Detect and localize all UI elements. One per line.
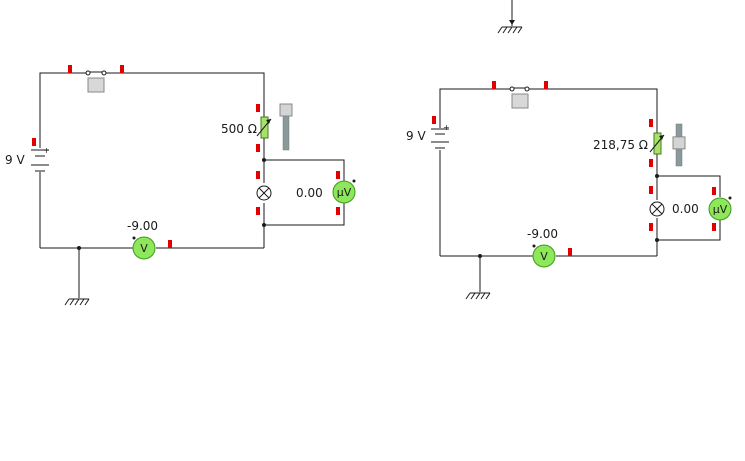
junction-node [478, 254, 482, 258]
terminal-marker [256, 144, 260, 152]
voltmeter-bottom[interactable]: V [532, 244, 556, 268]
rheostat[interactable] [649, 132, 665, 155]
battery-label: 9 V [5, 153, 25, 167]
junction-node [262, 158, 266, 162]
terminal-marker [336, 207, 340, 215]
voltmeter-right[interactable]: µV [708, 196, 732, 221]
wire-voltmeter-top [657, 175, 721, 197]
terminal-marker [120, 65, 124, 73]
battery: + [431, 123, 450, 149]
switch-button[interactable] [511, 93, 529, 109]
voltmeter-right-reading: 0.00 [672, 202, 699, 216]
terminal-marker [568, 248, 572, 256]
terminal-marker [256, 171, 260, 179]
ground-symbol [465, 292, 491, 300]
slider-knob[interactable] [279, 103, 293, 117]
circuit-left: + 9 V 500 Ω µV [5, 65, 356, 306]
terminal-marker [544, 81, 548, 89]
rheostat-label: 218,75 Ω [593, 138, 648, 152]
wire-top-left [439, 88, 510, 128]
voltmeter-bottom-reading: -9.00 [127, 219, 158, 233]
switch[interactable] [85, 70, 107, 93]
voltmeter-bottom-reading: -9.00 [527, 227, 558, 241]
junction-node [262, 223, 266, 227]
rheostat-slider[interactable] [279, 103, 293, 151]
voltmeter-bottom[interactable]: V [132, 236, 156, 260]
slider-knob[interactable] [672, 136, 686, 150]
voltmeter-symbol: µV [337, 186, 352, 199]
wire-voltmeter-top [264, 159, 345, 181]
terminal-marker [32, 138, 36, 146]
switch-button[interactable] [87, 77, 105, 93]
wire-top-left [39, 72, 86, 148]
junction-node [655, 174, 659, 178]
wire-voltmeter-bottom [264, 203, 345, 226]
rheostat[interactable] [256, 116, 272, 139]
terminal-marker [649, 223, 653, 231]
terminal-marker [649, 119, 653, 127]
wire-top-right [106, 72, 265, 117]
junction-node [655, 238, 659, 242]
terminal-marker [649, 186, 653, 194]
terminal-marker [712, 187, 716, 195]
voltmeter-symbol: V [540, 250, 548, 263]
voltmeter-symbol: µV [713, 203, 728, 216]
terminal-marker [336, 171, 340, 179]
terminal-marker [256, 207, 260, 215]
lamp [649, 201, 665, 217]
terminal-marker [168, 240, 172, 248]
terminal-marker [712, 223, 716, 231]
junction-node [77, 246, 81, 250]
switch[interactable] [509, 86, 530, 109]
circuit-right: + 9 V 218,75 Ω µV [406, 81, 732, 300]
voltmeter-right[interactable]: µV [332, 179, 356, 204]
terminal-marker [68, 65, 72, 73]
wire-voltmeter-bottom [657, 219, 721, 241]
battery: + [31, 146, 50, 172]
rheostat-label: 500 Ω [221, 122, 257, 136]
terminal-marker [649, 159, 653, 167]
terminal-marker [432, 116, 436, 124]
terminal-marker [492, 81, 496, 89]
voltmeter-right-reading: 0.00 [296, 186, 323, 200]
terminal-marker [256, 104, 260, 112]
wire-top-right [529, 88, 658, 133]
lamp [256, 185, 272, 201]
top-ground-symbol [497, 0, 523, 34]
battery-label: 9 V [406, 129, 426, 143]
voltmeter-symbol: V [140, 242, 148, 255]
rheostat-slider[interactable] [672, 123, 686, 167]
svg-text:+: + [43, 146, 50, 155]
svg-text:+: + [443, 123, 450, 132]
ground-symbol [64, 298, 90, 306]
